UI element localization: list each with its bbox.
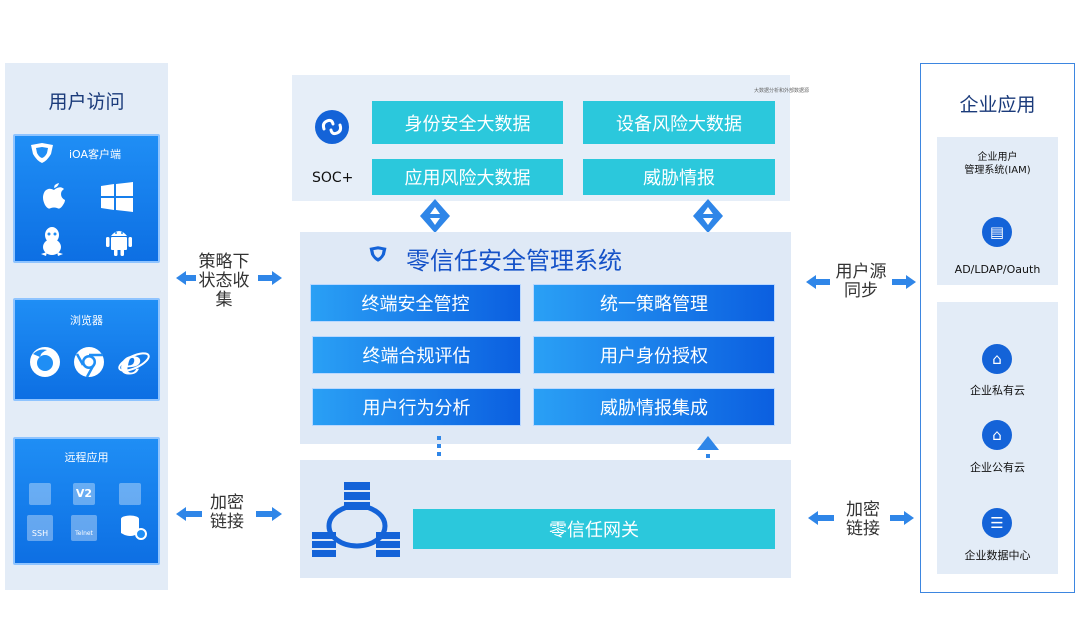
policy-line-3: 集	[215, 290, 233, 310]
user-access-column: 用户访问 iOA客户端 浏览器 e 远程应用	[5, 63, 168, 590]
soc-label: SOC+	[312, 170, 354, 186]
user-source-sync-text: 用户源 同步	[830, 263, 892, 301]
chrome-icon	[73, 346, 105, 382]
user-access-title: 用户访问	[48, 91, 125, 113]
windows-icon	[101, 182, 133, 216]
app-risk-bigdata-button[interactable]: 应用风险大数据	[372, 159, 563, 195]
soc-panel: 大数据分析和外部数据源 SOC+ 身份安全大数据 设备风险大数据 应用风险大数据…	[292, 75, 809, 201]
ssh-label: SSH	[31, 529, 49, 538]
browser-label: 浏览器	[70, 314, 103, 327]
android-icon	[105, 226, 133, 260]
ssh-icon: SSH	[27, 515, 53, 541]
sync-line-2: 同步	[844, 281, 878, 301]
encrypt-line-1: 加密	[210, 493, 244, 513]
remote-app-label: 远程应用	[64, 451, 109, 464]
bidirectional-arrow-icon	[420, 199, 450, 237]
soc-note: 大数据分析和外部数据源	[754, 88, 810, 94]
iam-box[interactable]: 企业用户 管理系统(IAM) ▤ AD/LDAP/Oauth	[937, 137, 1058, 285]
enterprise-apps-title: 企业应用	[959, 94, 1036, 116]
public-cloud-label[interactable]: 企业公有云	[970, 461, 1025, 474]
directory-icon: ▤	[982, 217, 1012, 247]
unified-policy-button[interactable]: 统一策略管理	[533, 284, 775, 322]
endpoint-compliance-button[interactable]: 终端合规评估	[312, 336, 521, 374]
shield-logo-icon	[29, 142, 55, 164]
zero-trust-gateway-button[interactable]: 零信任网关	[413, 509, 775, 549]
policy-line-2: 状态收	[198, 271, 250, 291]
rdp-icon	[29, 483, 51, 505]
folder-icon	[119, 483, 141, 505]
right-arrow-icon	[256, 506, 282, 525]
threat-intel-button[interactable]: 威胁情报	[583, 159, 775, 195]
vnc-icon: V2	[73, 483, 95, 505]
private-cloud-icon: ⌂	[982, 344, 1012, 374]
encrypt-right-line-1: 加密	[846, 500, 880, 520]
encrypted-link-text-right: 加密 链接	[840, 501, 886, 539]
identity-authorization-button[interactable]: 用户身份授权	[533, 336, 775, 374]
encrypt-right-line-2: 链接	[846, 519, 880, 539]
behavior-analysis-button[interactable]: 用户行为分析	[312, 388, 521, 426]
telnet-label: Telnet	[75, 530, 93, 537]
left-arrow-icon	[808, 510, 834, 529]
policy-status-text: 策略下 状态收 集	[193, 253, 255, 310]
encrypted-link-text-left: 加密 链接	[204, 494, 250, 532]
threat-intel-integration-button[interactable]: 威胁情报集成	[533, 388, 775, 426]
private-cloud-label[interactable]: 企业私有云	[970, 384, 1025, 397]
gateway-panel: 零信任网关	[300, 460, 791, 578]
right-arrow-icon	[258, 270, 282, 289]
firefox-icon	[29, 346, 61, 382]
ie-icon: e	[117, 343, 151, 383]
soc-link-icon	[314, 109, 350, 149]
browser-card[interactable]: 浏览器 e	[13, 298, 160, 401]
ioa-client-label: iOA客户端	[69, 148, 122, 161]
zero-trust-title: 零信任安全管理系统	[406, 247, 622, 275]
encrypt-line-2: 链接	[210, 512, 244, 532]
zero-trust-management-panel: 零信任安全管理系统 终端安全管控 统一策略管理 终端合规评估 用户身份授权 用户…	[300, 232, 791, 444]
iam-line-2: 管理系统(IAM)	[964, 165, 1031, 176]
iam-label: 企业用户 管理系统(IAM)	[937, 151, 1058, 177]
database-settings-icon	[119, 513, 147, 545]
linux-icon	[39, 226, 65, 260]
right-arrow-icon	[892, 274, 916, 293]
svg-text:e: e	[120, 344, 142, 378]
ioa-client-card[interactable]: iOA客户端	[13, 134, 160, 263]
identity-security-bigdata-button[interactable]: 身份安全大数据	[372, 101, 563, 144]
sync-line-1: 用户源	[835, 262, 887, 282]
iam-line-1: 企业用户	[977, 152, 1018, 163]
policy-line-1: 策略下	[198, 252, 250, 272]
endpoint-control-button[interactable]: 终端安全管控	[310, 284, 521, 322]
cloud-datacenter-box: ⌂ 企业私有云 ⌂ 企业公有云 ☰ 企业数据中心	[937, 302, 1058, 574]
left-arrow-icon	[176, 270, 196, 289]
left-arrow-icon	[176, 506, 202, 525]
public-cloud-icon: ⌂	[982, 420, 1012, 450]
network-servers-icon	[312, 482, 402, 566]
bidirectional-arrow-icon	[693, 199, 723, 237]
remote-app-card[interactable]: 远程应用 V2 SSH Telnet	[13, 437, 160, 565]
right-arrow-icon	[890, 510, 914, 529]
apple-icon	[41, 180, 67, 214]
telnet-icon: Telnet	[71, 515, 97, 541]
datacenter-label[interactable]: 企业数据中心	[964, 549, 1031, 562]
ldap-label: AD/LDAP/Oauth	[954, 263, 1041, 276]
enterprise-apps-column: 企业应用 企业用户 管理系统(IAM) ▤ AD/LDAP/Oauth ⌂ 企业…	[920, 63, 1075, 593]
device-risk-bigdata-button[interactable]: 设备风险大数据	[583, 101, 775, 144]
datacenter-icon: ☰	[982, 508, 1012, 538]
left-arrow-icon	[806, 274, 830, 293]
shield-logo-icon	[368, 244, 388, 268]
